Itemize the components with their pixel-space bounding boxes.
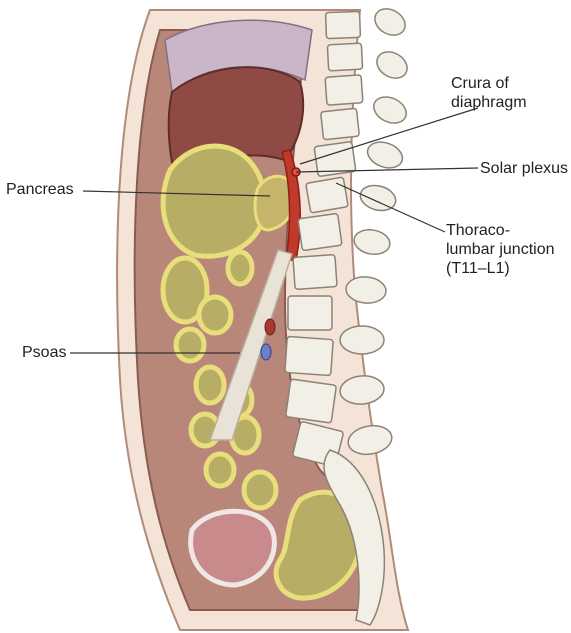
junction-label-line2: lumbar junction (446, 240, 555, 259)
junction-label-line3: (T11–L1) (446, 259, 555, 278)
junction-label-line1: Thoraco- (446, 221, 555, 240)
bladder (191, 511, 275, 585)
pancreas-label: Pancreas (6, 180, 74, 199)
solar-plexus-label: Solar plexus (480, 159, 568, 178)
junction-label: Thoraco- lumbar junction (T11–L1) (446, 221, 555, 278)
crura-label: Crura of diaphragm (451, 74, 527, 112)
stomach (163, 146, 265, 256)
psoas-label: Psoas (22, 343, 66, 362)
crura-label-line1: Crura of (451, 74, 527, 93)
crura-label-line2: diaphragm (451, 93, 527, 112)
ureter-marker (261, 344, 271, 360)
kidney (265, 319, 275, 335)
